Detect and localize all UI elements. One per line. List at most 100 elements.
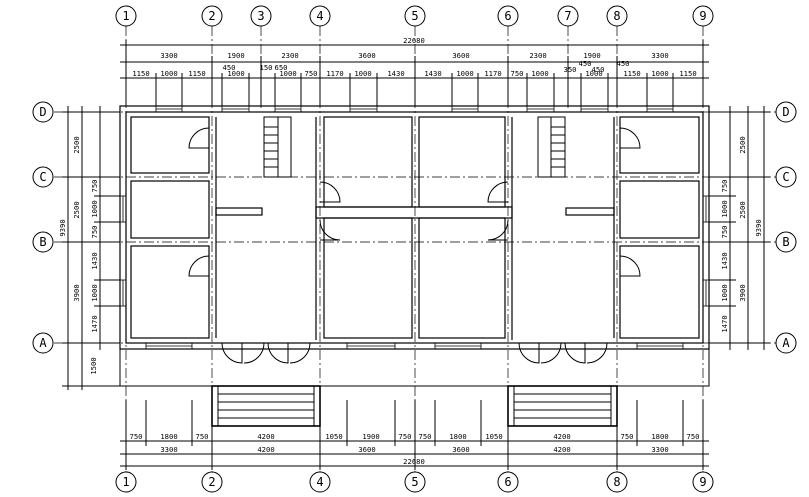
dim-bot-r2-6: 3300 bbox=[651, 445, 668, 454]
axis-label: 2 bbox=[208, 9, 215, 23]
axis-bubble-top-7: 7 bbox=[557, 5, 579, 27]
dim-bot-r1-10: 1050 bbox=[485, 432, 502, 441]
dim-top-150: 150 bbox=[260, 63, 273, 72]
dim-bot-r1-11: 4200 bbox=[553, 432, 570, 441]
axis-label: A bbox=[39, 336, 47, 350]
dim-left-mid-4: 1500 bbox=[89, 357, 98, 374]
axis-bubble-top-9: 9 bbox=[692, 5, 714, 27]
axis-bubble-bottom-9: 9 bbox=[692, 471, 714, 493]
dim-top-350: 350 bbox=[564, 65, 577, 74]
bottom-axis-bubbles: 1 2 4 5 6 8 9 bbox=[115, 471, 714, 493]
doors bbox=[188, 127, 641, 364]
axis-label: B bbox=[782, 235, 789, 249]
dim-top-r3-7: 1170 bbox=[326, 69, 343, 78]
axis-label: 1 bbox=[122, 9, 129, 23]
dim-top-r3-16: 1150 bbox=[623, 69, 640, 78]
axis-label: 9 bbox=[699, 475, 706, 489]
dim-top-3: 2300 bbox=[281, 51, 298, 60]
axis-label: 1 bbox=[122, 475, 129, 489]
axis-label: 6 bbox=[504, 9, 511, 23]
dim-left-mid-2: 2500 bbox=[72, 201, 81, 218]
dim-left-inner-4: 1430 bbox=[90, 252, 99, 269]
dim-top-r3-14: 1000 bbox=[531, 69, 548, 78]
dim-bot-r2-1: 3300 bbox=[160, 445, 177, 454]
dim-left-mid-3: 3900 bbox=[72, 284, 81, 301]
dim-top-5: 3600 bbox=[452, 51, 469, 60]
dim-top-r3-8: 1000 bbox=[354, 69, 371, 78]
axis-bubble-bottom-1: 1 bbox=[115, 471, 137, 493]
dim-bot-r1-8: 750 bbox=[419, 432, 432, 441]
dim-left-inner-2: 1000 bbox=[90, 200, 99, 217]
dim-top-7: 1900 bbox=[583, 51, 600, 60]
dim-bot-r1-2: 1800 bbox=[160, 432, 177, 441]
dim-bot-r2-5: 4200 bbox=[553, 445, 570, 454]
dim-bot-r2-4: 3600 bbox=[452, 445, 469, 454]
dim-top-2: 1900 bbox=[227, 51, 244, 60]
axis-label: 2 bbox=[208, 475, 215, 489]
dim-top-r3-13: 750 bbox=[511, 69, 524, 78]
dim-top-450-c: 450 bbox=[592, 65, 605, 74]
dim-right-total: 9390 bbox=[754, 219, 763, 236]
dim-top-total: 22680 bbox=[403, 36, 425, 45]
dim-bot-r1-14: 750 bbox=[687, 432, 700, 441]
dim-right-mid-1: 2500 bbox=[738, 136, 747, 153]
top-dimension-text: 22680 3300 1900 2300 3600 3600 2300 1900… bbox=[132, 36, 696, 78]
dim-right-inner-4: 1430 bbox=[720, 252, 729, 269]
axis-bubble-top-1: 1 bbox=[115, 5, 137, 27]
axis-bubble-bottom-5: 5 bbox=[404, 471, 426, 493]
dim-bottom-total: 22680 bbox=[403, 457, 425, 466]
dim-right-inner-1: 750 bbox=[720, 180, 729, 193]
axis-bubble-right-B: B bbox=[775, 231, 797, 253]
axis-bubble-bottom-4: 4 bbox=[309, 471, 331, 493]
entrance-steps-right bbox=[507, 385, 618, 427]
dim-top-r3-11: 1000 bbox=[456, 69, 473, 78]
dim-top-r3-9: 1430 bbox=[387, 69, 404, 78]
dim-top-450-a: 450 bbox=[223, 63, 236, 72]
dim-right-mid-2: 2500 bbox=[738, 201, 747, 218]
dim-top-8: 3300 bbox=[651, 51, 668, 60]
axis-bubble-bottom-2: 2 bbox=[201, 471, 223, 493]
axis-bubble-bottom-6: 6 bbox=[497, 471, 519, 493]
dim-right-inner-6: 1470 bbox=[720, 315, 729, 332]
dim-top-1: 3300 bbox=[160, 51, 177, 60]
building-walls bbox=[119, 105, 710, 387]
axis-bubble-bottom-8: 8 bbox=[606, 471, 628, 493]
axis-bubble-left-C: C bbox=[32, 166, 54, 188]
dim-top-r3-6: 750 bbox=[305, 69, 318, 78]
dim-left-inner-1: 750 bbox=[90, 180, 99, 193]
axis-label: 6 bbox=[504, 475, 511, 489]
dim-bot-r1-9: 1800 bbox=[449, 432, 466, 441]
entrance-steps-left bbox=[211, 385, 321, 427]
dim-right-inner-3: 750 bbox=[720, 226, 729, 239]
axis-label: C bbox=[39, 170, 46, 184]
dim-bot-r1-5: 1050 bbox=[325, 432, 342, 441]
dim-bot-r2-2: 4200 bbox=[257, 445, 274, 454]
dim-top-r3-2: 1000 bbox=[160, 69, 177, 78]
axis-label: C bbox=[782, 170, 789, 184]
axis-label: D bbox=[782, 105, 789, 119]
dim-top-r3-5: 1000 bbox=[279, 69, 296, 78]
dim-top-r3-18: 1150 bbox=[679, 69, 696, 78]
side-axis-bubbles: D C B A D C B A bbox=[32, 101, 797, 354]
right-dimension-text: 9390 2500 2500 3900 750 1000 750 1430 10… bbox=[720, 136, 763, 332]
dim-top-r3-4: 1000 bbox=[227, 69, 244, 78]
left-dimension-text: 9390 2500 2500 3900 1500 750 1000 750 14… bbox=[58, 136, 99, 374]
dim-bot-r1-7: 750 bbox=[399, 432, 412, 441]
dim-top-6: 2300 bbox=[529, 51, 546, 60]
axis-label: 5 bbox=[411, 475, 418, 489]
dim-top-r3-17: 1000 bbox=[651, 69, 668, 78]
dim-right-inner-5: 1000 bbox=[720, 284, 729, 301]
dim-left-inner-3: 750 bbox=[90, 226, 99, 239]
axis-bubble-right-D: D bbox=[775, 101, 797, 123]
dim-top-450-b: 450 bbox=[579, 59, 592, 68]
axis-bubble-left-D: D bbox=[32, 101, 54, 123]
staircase-left bbox=[263, 116, 292, 178]
axis-label: 7 bbox=[564, 9, 571, 23]
axis-bubble-top-3: 3 bbox=[250, 5, 272, 27]
dim-bot-r1-4: 4200 bbox=[257, 432, 274, 441]
axis-label: 4 bbox=[316, 9, 323, 23]
dim-left-inner-5: 1000 bbox=[90, 284, 99, 301]
axis-bubble-top-8: 8 bbox=[606, 5, 628, 27]
axis-label: B bbox=[39, 235, 46, 249]
